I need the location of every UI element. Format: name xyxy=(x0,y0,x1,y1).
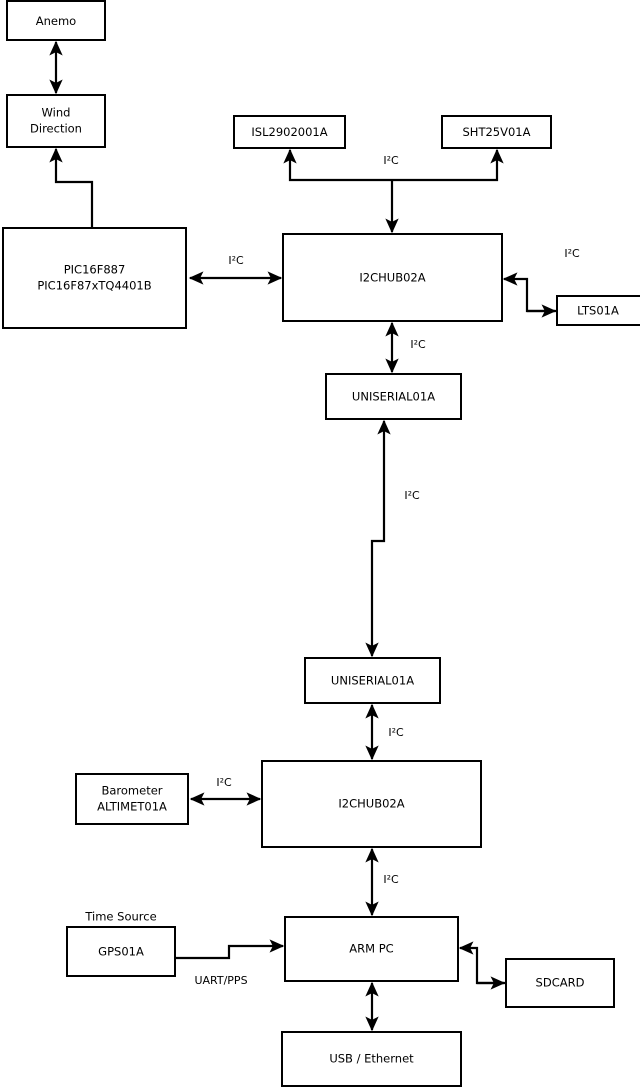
connector-hub1-lts xyxy=(502,272,556,313)
node-pic16f887-label-line2: PIC16F87xTQ4401B xyxy=(37,279,151,293)
node-anemo[interactable]: Anemo xyxy=(6,0,106,41)
node-sht25v01a-label: SHT25V01A xyxy=(463,125,531,139)
edge-label-i2c-hub2-armpc: I²C xyxy=(383,873,399,886)
node-gps01a-label: GPS01A xyxy=(98,945,144,959)
node-gps01a[interactable]: GPS01A xyxy=(66,926,176,977)
edge-label-i2c-uniserial2-hub2: I²C xyxy=(388,726,404,739)
edge-label-i2c-hub1-sensors: I²C xyxy=(383,154,399,167)
node-i2chub02a-top[interactable]: I2CHUB02A xyxy=(282,233,503,322)
node-wind-direction-label-line2: Direction xyxy=(30,122,82,136)
connector-armpc-sdcard xyxy=(458,941,505,985)
node-uniserial01a-lower-label: UNISERIAL01A xyxy=(331,674,414,688)
edge-label-i2c-hub1-lts: I²C xyxy=(564,247,580,260)
node-usb-ethernet[interactable]: USB / Ethernet xyxy=(281,1031,462,1087)
node-sht25v01a[interactable]: SHT25V01A xyxy=(441,115,552,149)
edge-label-i2c-hub1-uniserial1: I²C xyxy=(410,338,426,351)
edge-label-i2c-pic-hub1: I²C xyxy=(228,254,244,267)
label-time-source: Time Source xyxy=(84,910,156,924)
node-arm-pc-label: ARM PC xyxy=(349,942,393,956)
node-i2chub02a-bottom-label: I2CHUB02A xyxy=(338,797,404,811)
node-barometer-label-line1: Barometer xyxy=(101,784,162,798)
node-wind-direction[interactable]: Wind Direction xyxy=(6,94,106,148)
node-arm-pc[interactable]: ARM PC xyxy=(284,916,459,982)
node-sdcard[interactable]: SDCARD xyxy=(505,958,615,1008)
node-isl2902001a[interactable]: ISL2902001A xyxy=(233,115,346,149)
connector-gps-armpc xyxy=(176,939,285,960)
connector-uniserial1-uniserial2 xyxy=(365,419,391,658)
connector-hub1-isl-sht xyxy=(283,148,504,182)
node-uniserial01a-upper-label: UNISERIAL01A xyxy=(352,390,435,404)
node-uniserial01a-upper[interactable]: UNISERIAL01A xyxy=(325,373,462,420)
node-barometer-label-line2: ALTIMET01A xyxy=(97,800,167,814)
node-i2chub02a-top-label: I2CHUB02A xyxy=(359,271,425,285)
node-anemo-label: Anemo xyxy=(36,14,76,28)
node-wind-direction-label-line1: Wind xyxy=(42,106,71,120)
node-uniserial01a-lower[interactable]: UNISERIAL01A xyxy=(304,657,441,704)
edge-label-i2c-barometer-hub2: I²C xyxy=(216,776,232,789)
node-isl2902001a-label: ISL2902001A xyxy=(251,125,327,139)
node-i2chub02a-bottom[interactable]: I2CHUB02A xyxy=(261,760,482,848)
connector-pic-wind xyxy=(49,147,94,228)
node-lts01a[interactable]: LTS01A xyxy=(556,295,640,326)
node-usb-ethernet-label: USB / Ethernet xyxy=(329,1052,414,1066)
node-sdcard-label: SDCARD xyxy=(536,976,585,990)
edge-label-uart-pps: UART/PPS xyxy=(194,974,247,987)
node-pic16f887[interactable]: PIC16F887 PIC16F87xTQ4401B xyxy=(2,227,187,329)
node-barometer-altimet01a[interactable]: Barometer ALTIMET01A xyxy=(75,773,189,825)
edge-label-i2c-uniserial-link: I²C xyxy=(404,489,420,502)
node-pic16f887-label-line1: PIC16F887 xyxy=(64,263,126,277)
node-lts01a-label: LTS01A xyxy=(577,304,619,318)
